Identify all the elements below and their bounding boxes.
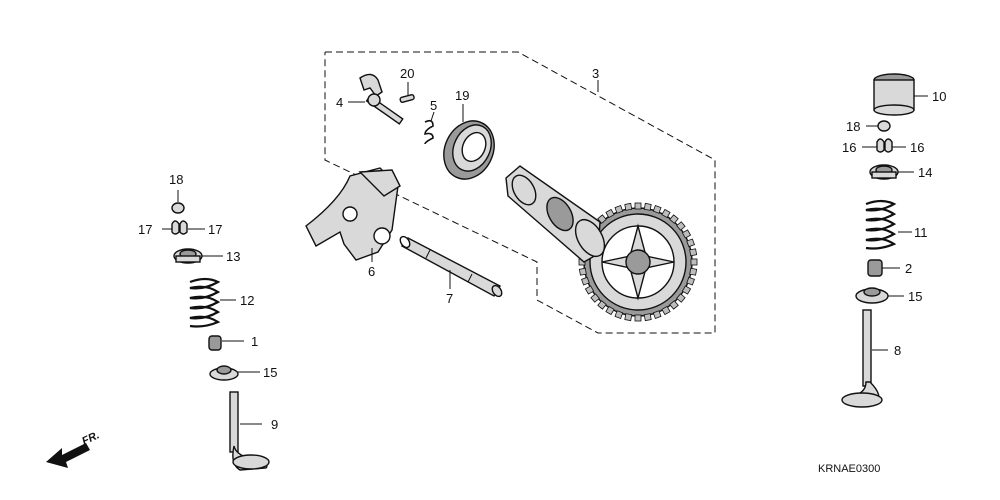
part-18-cotter-cap-right — [877, 120, 891, 132]
gear-tooth — [676, 293, 686, 303]
callout-14: 14 — [918, 165, 932, 180]
callout-12: 12 — [240, 293, 254, 308]
part-9-intake-valve — [229, 391, 270, 471]
gear-tooth — [614, 205, 624, 214]
gear-tooth — [689, 267, 698, 276]
callout-5: 5 — [430, 98, 437, 113]
callout-16-left: 16 — [842, 140, 856, 155]
callout-19: 19 — [455, 88, 469, 103]
gear-tooth — [624, 313, 633, 322]
direction-label: FR. — [80, 429, 101, 447]
callout-10: 10 — [932, 89, 946, 104]
gear-tooth — [614, 310, 624, 319]
callout-7: 7 — [446, 291, 453, 306]
gear-tooth — [661, 208, 671, 219]
part-17-valve-cotters-left — [171, 220, 188, 235]
gear-tooth — [686, 276, 695, 286]
gear-tooth — [597, 300, 607, 310]
part-19-bearing — [443, 120, 495, 180]
callout-17-right: 17 — [208, 222, 222, 237]
callout-1: 1 — [251, 334, 258, 349]
part-15-spring-seat-right — [855, 287, 889, 304]
gear-tooth — [578, 267, 587, 276]
gear-tooth — [681, 285, 692, 295]
gear-tooth — [676, 221, 686, 231]
gear-tooth — [669, 214, 679, 224]
gear-tooth — [690, 258, 698, 266]
gear-tooth — [605, 305, 615, 316]
part-5-spring — [424, 119, 434, 145]
callout-18-left: 18 — [169, 172, 183, 187]
gear-tooth — [643, 313, 652, 322]
gear-tooth — [634, 314, 642, 322]
part-20-pin — [399, 94, 415, 103]
callout-8: 8 — [894, 343, 901, 358]
gear-tooth — [624, 202, 633, 211]
part-2-stem-seal-right — [867, 259, 883, 277]
part-13-spring-retainer-left — [173, 248, 203, 264]
callout-17-left: 17 — [138, 222, 152, 237]
gear-tooth — [605, 208, 615, 219]
callout-18-right: 18 — [846, 119, 860, 134]
callout-4: 4 — [336, 95, 343, 110]
callout-11: 11 — [914, 225, 928, 240]
part-15-spring-seat-left — [209, 365, 239, 381]
callout-15-right: 15 — [908, 289, 922, 304]
callout-13: 13 — [226, 249, 240, 264]
part-14-spring-retainer-right — [869, 164, 899, 180]
part-6-rocker-arm — [305, 167, 401, 261]
part-8-exhaust-valve — [841, 309, 883, 408]
gear-tooth — [661, 305, 671, 316]
part-1-stem-seal-left — [208, 335, 222, 351]
gear-tooth — [689, 248, 698, 257]
gear-tooth — [686, 238, 695, 248]
part-16-valve-cotters-right — [876, 138, 893, 153]
callout-9: 9 — [271, 417, 278, 432]
part-12-valve-spring-left — [189, 277, 221, 328]
callout-2: 2 — [905, 261, 912, 276]
gear-tooth — [634, 202, 642, 210]
part-3-camshaft — [505, 165, 698, 322]
part-10-valve-lifter — [873, 73, 915, 116]
gear-tooth — [669, 300, 679, 310]
front-direction-arrow — [46, 443, 90, 468]
gear-tooth — [652, 205, 662, 214]
part-4-decompressor-arm — [359, 73, 404, 125]
gear-tooth — [590, 293, 600, 303]
gear-tooth — [584, 285, 595, 295]
part-7-rocker-shaft — [399, 235, 503, 298]
part-11-valve-spring-right — [865, 199, 897, 250]
gear-tooth — [652, 310, 662, 319]
callout-6: 6 — [368, 264, 375, 279]
gear-tooth — [581, 276, 590, 286]
callout-3: 3 — [592, 66, 599, 81]
callout-20: 20 — [400, 66, 414, 81]
callout-15-left: 15 — [263, 365, 277, 380]
part-18-cotter-cap-left — [171, 202, 185, 214]
gear-tooth — [681, 229, 692, 239]
diagram-code: KRNAE0300 — [818, 463, 880, 475]
callout-16-right: 16 — [910, 140, 924, 155]
gear-tooth — [643, 202, 652, 211]
